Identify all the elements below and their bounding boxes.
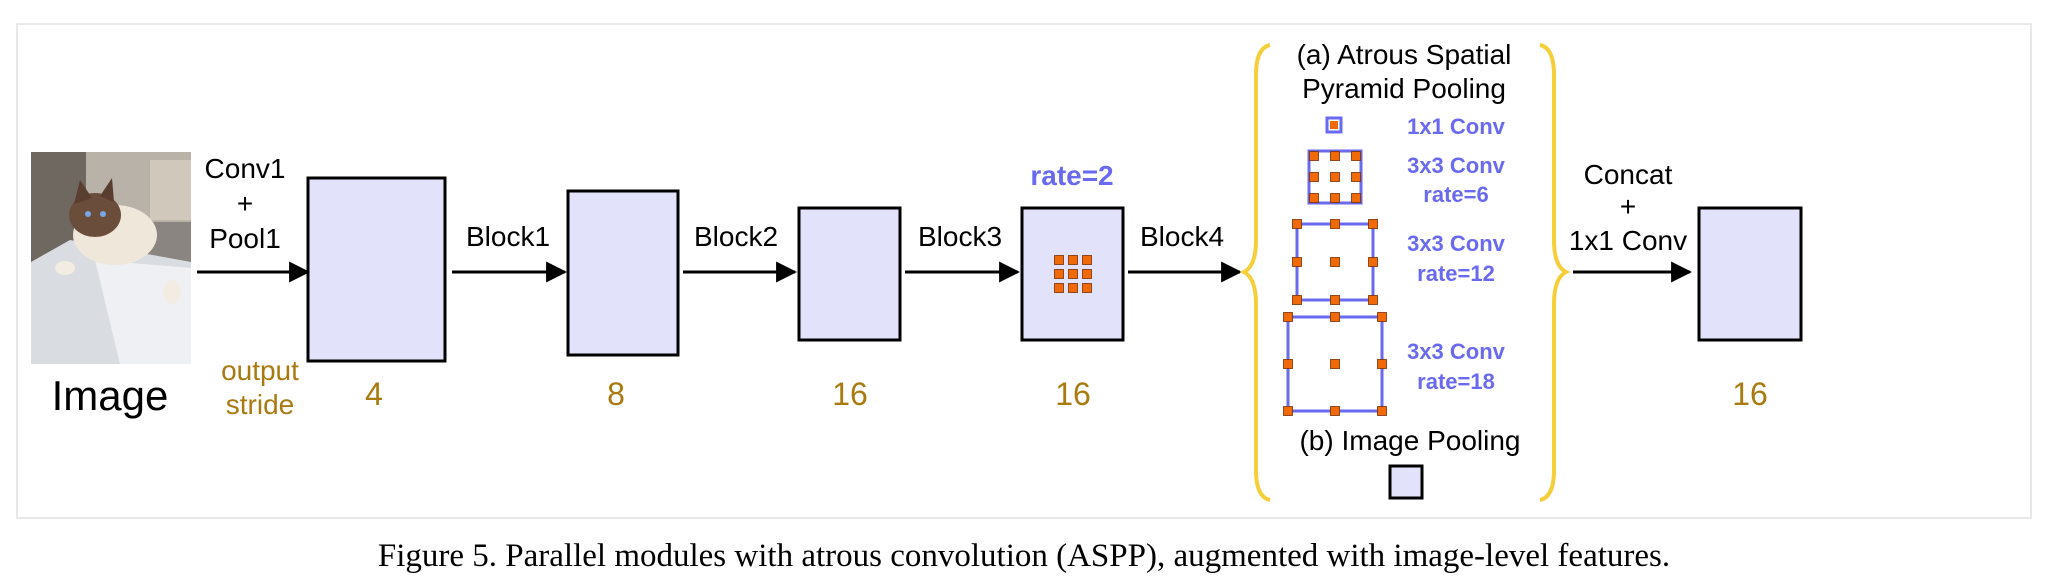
kernel-point-rate2 [1054,283,1064,293]
kernel-point-rate2 [1082,269,1092,279]
aspp-branch-1x1: 1x1 Conv [1325,114,1506,139]
concat-label-line1: Concat [1584,159,1673,190]
kernel-point-rate6 [1330,193,1340,203]
feature-map-stride-8 [566,189,680,357]
kernel-point-rate18 [1330,359,1340,369]
kernel-point [1330,121,1338,129]
feature-map-stride-4 [306,176,447,363]
output-stride-label-line1: output [221,355,299,386]
kernel-point-rate2 [1082,283,1092,293]
kernel-point-rate12 [1368,257,1378,267]
branch-rate12-label-line1: 3x3 Conv [1407,231,1506,256]
stride-value-1: 4 [365,376,383,412]
aspp-title-line1: (a) Atrous Spatial [1297,39,1512,70]
block2-label: Block2 [694,221,778,252]
aspp-branch-rate12: 3x3 Conv rate=12 [1292,219,1506,305]
branch-rate12-label-line2: rate=12 [1417,261,1495,286]
branch-rate6-label-line1: 3x3 Conv [1407,153,1506,178]
branch-rate18-label-line2: rate=18 [1417,369,1495,394]
kernel-point-rate12 [1330,257,1340,267]
kernel-point-rate2 [1054,269,1064,279]
cat-photo-icon [31,152,191,364]
kernel-point-rate12 [1292,257,1302,267]
conv1-label-line1: Conv1 [205,153,286,184]
kernel-point-rate6 [1309,151,1319,161]
branch-rate18-label-line1: 3x3 Conv [1407,339,1506,364]
kernel-point-rate12 [1330,295,1340,305]
kernel-point-rate6 [1330,172,1340,182]
kernel-point-rate18 [1377,312,1387,322]
branch-1x1-label: 1x1 Conv [1407,114,1506,139]
concat-label-line2: + [1620,191,1636,222]
kernel-point-rate18 [1283,359,1293,369]
kernel-point-rate2 [1068,283,1078,293]
kernel-point-rate12 [1292,295,1302,305]
kernel-point-rate2 [1054,255,1064,265]
aspp-branch-rate18: 3x3 Conv rate=18 [1283,312,1506,416]
aspp-branch-rate6: 3x3 Conv rate=6 [1307,149,1506,207]
kernel-point-rate18 [1377,406,1387,416]
stride-value-4: 16 [1055,376,1091,412]
kernel-point-rate12 [1292,219,1302,229]
conv1-label-line3: Pool1 [209,223,281,254]
kernel-point-rate6 [1351,151,1361,161]
left-brace [1239,43,1271,502]
kernel-point-rate6 [1309,193,1319,203]
kernel-point-rate6 [1351,193,1361,203]
kernel-point-rate2 [1082,255,1092,265]
kernel-point-rate6 [1351,172,1361,182]
kernel-point-rate18 [1330,406,1340,416]
block3-label: Block3 [918,221,1002,252]
right-brace [1539,43,1571,502]
stride-value-5: 16 [1732,376,1768,412]
output-feature-map [1697,206,1803,342]
block1-label: Block1 [466,221,550,252]
stride-value-2: 8 [607,376,625,412]
kernel-point-rate12 [1368,295,1378,305]
figure-frame [16,23,2032,519]
kernel-point-rate2 [1068,269,1078,279]
kernel-1x1-frame [1325,116,1343,134]
feature-map-stride-16-a [797,206,902,342]
conv1-label-line2: + [237,188,253,219]
kernel-point-rate18 [1330,312,1340,322]
figure-caption: Figure 5. Parallel modules with atrous c… [378,538,1670,574]
kernel-point-rate6 [1309,172,1319,182]
kernel-point-rate2 [1068,255,1078,265]
image-pooling-box [1388,464,1424,500]
kernel-rate6-frame [1307,149,1363,205]
stride-value-3: 16 [832,376,868,412]
output-stride-label-line2: stride [226,389,294,420]
block4-rate-label: rate=2 [1030,160,1113,191]
kernel-point-rate18 [1377,359,1387,369]
kernel-point-rate12 [1330,219,1340,229]
image-label: Image [52,372,169,419]
kernel-point-rate12 [1368,219,1378,229]
concat-label-line3: 1x1 Conv [1569,225,1687,256]
kernel-point-rate18 [1283,406,1293,416]
kernel-point-rate18 [1283,312,1293,322]
rate-2-kernel [1054,255,1092,293]
image-pooling-label: (b) Image Pooling [1299,425,1520,456]
aspp-title-line2: Pyramid Pooling [1302,73,1506,104]
block4-label: Block4 [1140,221,1224,252]
kernel-point-rate6 [1330,151,1340,161]
branch-rate6-label-line2: rate=6 [1423,182,1488,207]
